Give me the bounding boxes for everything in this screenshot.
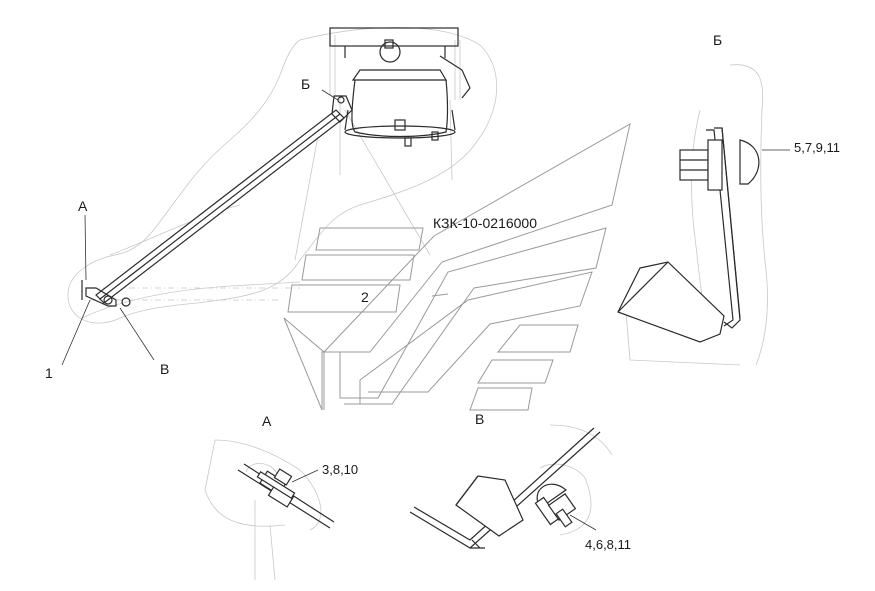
view-v-title: В [475,411,484,427]
tank-housing [329,27,471,147]
strut-bar [81,95,353,307]
view-b-title: Б [713,32,722,48]
view-a-detail [204,439,335,581]
view-a-marker: А [78,198,88,214]
view-v-marker: В [160,361,169,377]
view-v-detail [409,424,613,549]
view-a-title: А [262,413,272,429]
callout-view-v: 4,6,8,11 [585,537,631,552]
manufacturer-logo [283,123,631,411]
main-view-leaders [61,89,339,366]
main-view-ghost-outline [67,27,498,324]
callout-view-b: 5,7,9,11 [794,140,840,155]
callout-view-a: 3,8,10 [322,462,358,477]
view-b-marker: Б [301,76,310,92]
part-number-label: КЗК-10-0216000 [433,215,537,231]
position-1-label: 1 [45,365,53,381]
view-b-detail [617,64,790,366]
position-2-label: 2 [361,289,369,305]
